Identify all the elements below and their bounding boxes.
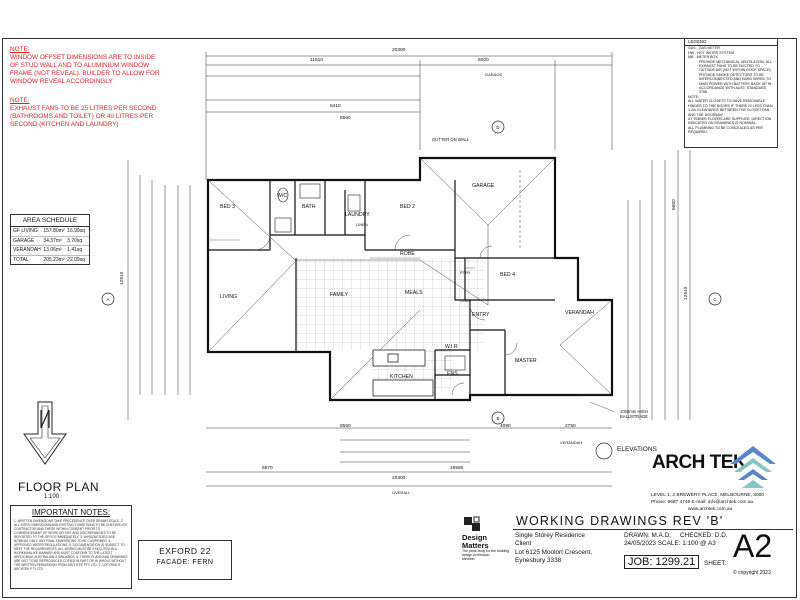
house-name: EXFORD 22 — [159, 546, 211, 556]
legend-item: HW - HOT WATER SYSTEM — [688, 50, 735, 55]
table-row: TOTAL 205.23m² 22.09sq — [11, 256, 89, 265]
project-name: Single Storey Residence — [515, 532, 585, 539]
area-cell: 157.80m² — [43, 228, 65, 235]
legend-item: PROVIDE MECHANICAL VENTILATION. ALL EXHA… — [699, 59, 772, 73]
legend-item: ALL WATER CLOSETS TO HAVE REMOVABLE HING… — [688, 99, 773, 117]
archtek-logo-icon — [730, 446, 776, 488]
archtek-logo-text: ARCH TEK — [652, 452, 747, 473]
area-cell: 34.37m² — [43, 237, 62, 244]
client-label: Client — [515, 540, 532, 548]
note2-heading: NOTE: — [10, 97, 30, 104]
bathroom-fixtures — [274, 183, 466, 371]
right-dimension-lines — [627, 150, 691, 420]
date-scale: 24/05/2023 SCALE: 1:100 @ A3 — [624, 540, 716, 547]
area-schedule: AREA SCHEDULE GF LIVING 157.80m² 16.99sq… — [10, 214, 90, 265]
top-dimension-lines — [205, 52, 613, 180]
house-facade: FACADE: FERN — [156, 559, 214, 566]
exhaust-fan-note: NOTE: EXHAUST FANS TO BE 25 LITRES PER S… — [10, 97, 160, 129]
dm-tagline: The peak body for the building design pr… — [462, 549, 510, 557]
area-cell: TOTAL — [13, 256, 29, 263]
floor-plan-scale: 1:100 — [44, 494, 60, 500]
north-arrow-icon — [23, 401, 67, 465]
job-number: 1299.21 — [655, 556, 696, 568]
area-cell: 16.99sq — [67, 228, 85, 235]
drawn-by: DRAWN: M.A.D. — [624, 532, 671, 539]
area-cell: 3.70sq — [67, 237, 83, 244]
company-web: www.archtek.com.au — [688, 507, 733, 512]
robe-shelving — [208, 239, 475, 269]
lot-address: Lot 6125 Moolort Crescent, — [515, 548, 593, 556]
svg-text:A: A — [106, 297, 109, 302]
left-dimension-lines — [127, 160, 191, 420]
working-drawings-title: WORKING DRAWINGS REV 'B' — [516, 514, 724, 528]
important-notes-title: IMPORTANT NOTES: — [31, 508, 111, 517]
house-name-box: EXFORD 22 FACADE: FERN — [138, 540, 232, 580]
area-schedule-title: AREA SCHEDULE — [11, 215, 89, 227]
window-offset-note: NOTE: WINDOW OFFSET DIMENSIONS ARE TO IN… — [10, 46, 160, 86]
kitchen-benches — [372, 349, 434, 397]
suburb: Eynesbury 3338 — [515, 557, 562, 565]
table-row: VERANDAH 13.06m² 1.41sq — [11, 246, 89, 256]
svg-text:C: C — [713, 297, 717, 302]
note2-body: EXHAUST FANS TO BE 25 LITRES PER SECOND … — [10, 105, 157, 128]
legend-item: NOTE: — [688, 94, 699, 99]
important-notes: IMPORTANT NOTES: 1. WRITTEN DIMENSIONS T… — [10, 505, 132, 589]
area-cell: 205.23m² — [43, 256, 65, 263]
door-swings — [254, 234, 518, 396]
legend-item: MB - METER BOX — [688, 55, 718, 60]
section-markers — [101, 120, 722, 460]
legend-item: GAS - GAS METER — [688, 46, 720, 51]
legend-item: AT TIMBER FLOORS ARE SUPPLIED, DIRECTION… — [688, 116, 772, 126]
elevations-label: ELEVATIONS — [617, 446, 657, 453]
area-cell: GF LIVING — [13, 228, 38, 235]
dm-brand-line1: Design — [462, 533, 488, 542]
legend-item: ALL PLUMBING TO BE CONCEALED AS PER REQU… — [688, 125, 764, 135]
area-cell: 1.41sq — [67, 247, 83, 254]
design-matters-logo-icon — [464, 516, 480, 531]
floor-plan-title: FLOOR PLAN — [18, 480, 100, 494]
job-label: JOB: — [628, 556, 653, 568]
area-cell: 13.06m² — [43, 247, 62, 254]
project-info: Single Storey Residence Client Lot 6125 … — [515, 532, 592, 566]
legend-title: LEGEND — [685, 39, 777, 47]
note1-heading: NOTE: — [10, 46, 30, 53]
sheet-size: A2 — [733, 528, 773, 564]
area-cell: VERANDAH — [13, 247, 41, 254]
balustrade-leader — [589, 401, 616, 413]
table-row: GARAGE 34.37m² 3.70sq — [11, 237, 89, 246]
interior-walls — [208, 158, 555, 400]
company-address: LEVEL 1, 2 BREWERY PLACE, MELBOURNE, 300… — [651, 493, 764, 498]
area-cell: 22.09sq — [67, 256, 85, 263]
section-marker-labels: D B A C — [106, 125, 717, 421]
table-row: GF LIVING 157.80m² 16.99sq — [11, 227, 89, 237]
important-notes-body: 1. WRITTEN DIMENSIONS TAKE PRECEDENCE OV… — [14, 519, 128, 571]
note1-body: WINDOW OFFSET DIMENSIONS ARE TO INSIDE O… — [10, 54, 160, 85]
design-matters-brand: Design Matters The peak body for the bui… — [462, 534, 512, 561]
dm-member: Member — [462, 557, 475, 561]
checked-by: CHECKED: D.D. — [680, 532, 728, 539]
legend-item: PROVIDE SMOKE DETECTORS TO BE INTERCONNE… — [699, 72, 772, 95]
sheet-label: SHEET: — [704, 560, 727, 567]
bottom-dimension-lines — [206, 427, 612, 487]
copyright: © copyright 2023 — [733, 570, 771, 576]
title-underline — [513, 529, 793, 530]
tiled-floor-meals — [424, 258, 484, 350]
tiled-floor-family — [296, 258, 424, 350]
sheet-border — [2, 38, 797, 598]
svg-text:B: B — [496, 416, 499, 421]
dm-brand-line2: Matters — [462, 540, 489, 550]
svg-text:D: D — [496, 125, 500, 130]
area-cell: GARAGE — [13, 237, 35, 244]
legend: LEGEND GAS - GAS METER HW - HOT WATER SY… — [684, 38, 778, 148]
job-box: JOB: 1299.21 — [624, 555, 700, 569]
company-contact: Phone: 9687 4749 E-mail: info@archtek.co… — [651, 500, 754, 505]
